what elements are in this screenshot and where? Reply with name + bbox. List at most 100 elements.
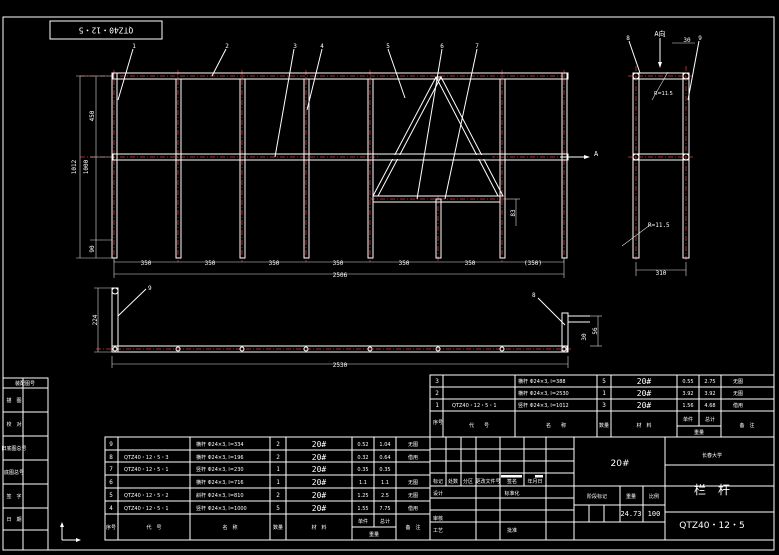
boml-r5-w2: 2.5 — [381, 493, 389, 499]
tb-role-approve: 批准 — [507, 527, 517, 534]
boml-r8-name: 横杆 Φ24×3, l=196 — [196, 454, 244, 461]
section-marker-a: A — [594, 150, 599, 158]
bomu-h-wt: 重量 — [694, 429, 704, 436]
side-leader-8: 8 — [626, 35, 630, 42]
tb-role-review: 审核 — [433, 515, 443, 522]
tb-scale: 100 — [648, 510, 661, 518]
boml-r5-no: 5 — [109, 492, 113, 499]
strip-label-2: 描 图 — [6, 397, 21, 404]
bomu-r1-note: 借用 — [733, 402, 743, 409]
boml-r4-code: QTZ40・12・5・1 — [124, 506, 169, 512]
bomu-h-note: 备 注 — [739, 422, 754, 429]
plan-leader-9: 9 — [148, 285, 152, 292]
front-view: 350 350 350 350 350 350 (350) 2506 1012 … — [71, 43, 599, 279]
leader-2: 2 — [225, 43, 229, 50]
tb-material: 20# — [611, 459, 630, 469]
bomu-r2-qty: 1 — [602, 390, 606, 397]
boml-r5-qty: 2 — [276, 492, 280, 499]
boml-r7-no: 7 — [109, 466, 113, 473]
bom-lower: 9 横杆 Φ24×3, l=334 2 20# 0.52 1.04 无图 8 Q… — [104, 436, 431, 541]
boml-r6-w2: 1.1 — [381, 480, 389, 486]
boml-r4-w1: 1.55 — [357, 506, 368, 512]
leader-3: 3 — [293, 43, 297, 50]
plan-dim-right-small: 30 — [581, 333, 588, 341]
boml-r6-no: 6 — [109, 479, 113, 486]
tb-sign-1: 标记 — [433, 478, 443, 485]
plan-dim-overall: 2530 — [333, 362, 348, 369]
plan-leader-8: 8 — [532, 292, 536, 299]
bomu-r3-w2: 2.75 — [704, 379, 715, 385]
boml-r5-code: QTZ40・12・5・2 — [124, 493, 169, 499]
dim-350-7: (350) — [524, 260, 542, 267]
bomu-r3-no: 3 — [435, 378, 439, 385]
boml-r5-mat: 20# — [312, 491, 327, 500]
plan-dim-right: 56 — [592, 327, 599, 335]
boml-r4-w2: 7.75 — [379, 506, 390, 512]
leader-7: 7 — [475, 43, 479, 50]
bomu-h-code: 代 号 — [469, 422, 489, 429]
boml-r8-no: 8 — [109, 454, 113, 461]
boml-r7-w1: 0.35 — [357, 467, 368, 473]
tb-title: 栏 杆 — [694, 482, 730, 497]
dim-350-4: 350 — [333, 260, 344, 267]
bomu-r1-code: QTZ40・12・5・1 — [452, 403, 497, 409]
bomu-r3-w1: 0.55 — [682, 379, 693, 385]
dim-overall-front: 2506 — [333, 272, 348, 279]
boml-r5-w1: 1.25 — [357, 493, 368, 499]
boml-h-qty: 数量 — [273, 524, 283, 531]
bom-upper: 3 横杆 Φ24×3, l=388 5 20# 0.55 2.75 无图 2 横… — [429, 374, 775, 438]
dim-350-1: 350 — [141, 260, 152, 267]
dim-height-upper: 450 — [89, 110, 96, 121]
bomu-r3-qty: 5 — [602, 378, 606, 385]
left-strip: 装配图号 描 图 校 对 旧底图总号 底图总号 签 字 日 期 — [1, 377, 49, 551]
boml-r9-qty: 2 — [276, 441, 280, 448]
bomu-r2-mat: 20# — [637, 389, 652, 398]
bomu-r1-qty: 3 — [602, 402, 606, 409]
ucs-icon — [60, 522, 81, 542]
code-tag: QTZ40・12・5 — [79, 26, 134, 35]
boml-r8-code: QTZ40・12・5・3 — [124, 455, 169, 461]
boml-r6-qty: 1 — [276, 479, 280, 486]
bomu-r2-w1: 3.92 — [682, 391, 693, 397]
boml-r6-w1: 1.1 — [359, 480, 367, 486]
strip-label-7: 日 期 — [6, 517, 21, 523]
tb-sign-3: 分区 — [463, 478, 473, 485]
side-dim-30: 30 — [683, 37, 691, 44]
leader-5: 5 — [386, 43, 390, 50]
strip-label-4: 旧底图总号 — [1, 445, 26, 452]
boml-h-code: 代 号 — [146, 524, 161, 531]
boml-r5-note: 无图 — [408, 493, 418, 499]
boml-r4-note: 借用 — [408, 505, 418, 512]
boml-h-name: 名 称 — [222, 524, 237, 531]
tb-weight-label: 重量 — [626, 493, 636, 500]
bomu-r3-mat: 20# — [637, 377, 652, 386]
bomu-r3-note: 无图 — [733, 379, 743, 385]
dim-height-mid: 1000 — [83, 159, 90, 174]
tb-role-design: 设计 — [433, 490, 443, 497]
code-tag-box — [49, 20, 163, 40]
boml-r4-no: 4 — [109, 505, 113, 512]
boml-r9-note: 无图 — [408, 442, 418, 448]
bomu-r3-name: 横杆 Φ24×3, l=388 — [518, 378, 566, 385]
boml-r9-w1: 0.52 — [357, 442, 368, 448]
plan-view: 9 8 224 56 30 2530 — [92, 285, 602, 369]
leader-6: 6 — [440, 43, 444, 50]
boml-h-no: 序号 — [106, 524, 116, 531]
boml-r4-mat: 20# — [312, 504, 327, 513]
bomu-r1-no: 1 — [435, 402, 439, 409]
dim-350-6: 350 — [465, 260, 476, 267]
bomu-r2-name: 横杆 Φ24×3, l=2530 — [518, 390, 569, 397]
dim-350-3: 350 — [269, 260, 280, 267]
boml-r4-qty: 5 — [276, 505, 280, 512]
tb-weight: 24.73 — [620, 510, 641, 518]
leader-4: 4 — [320, 43, 324, 50]
tb-role-process: 工艺 — [433, 528, 443, 534]
tb-drawing-no: QTZ40・12・5 — [679, 521, 744, 531]
bomu-h-name: 名 称 — [546, 422, 566, 429]
dim-350-2: 350 — [205, 260, 216, 267]
boml-r5-name: 斜杆 Φ24×3, l=810 — [196, 492, 244, 499]
boml-r4-name: 竖杆 Φ24×3, l=1000 — [196, 505, 247, 512]
boml-r7-qty: 1 — [276, 466, 280, 473]
boml-r7-name: 竖杆 Φ24×3, l=230 — [196, 466, 244, 473]
boml-r7-code: QTZ40・12・5・1 — [124, 467, 169, 473]
